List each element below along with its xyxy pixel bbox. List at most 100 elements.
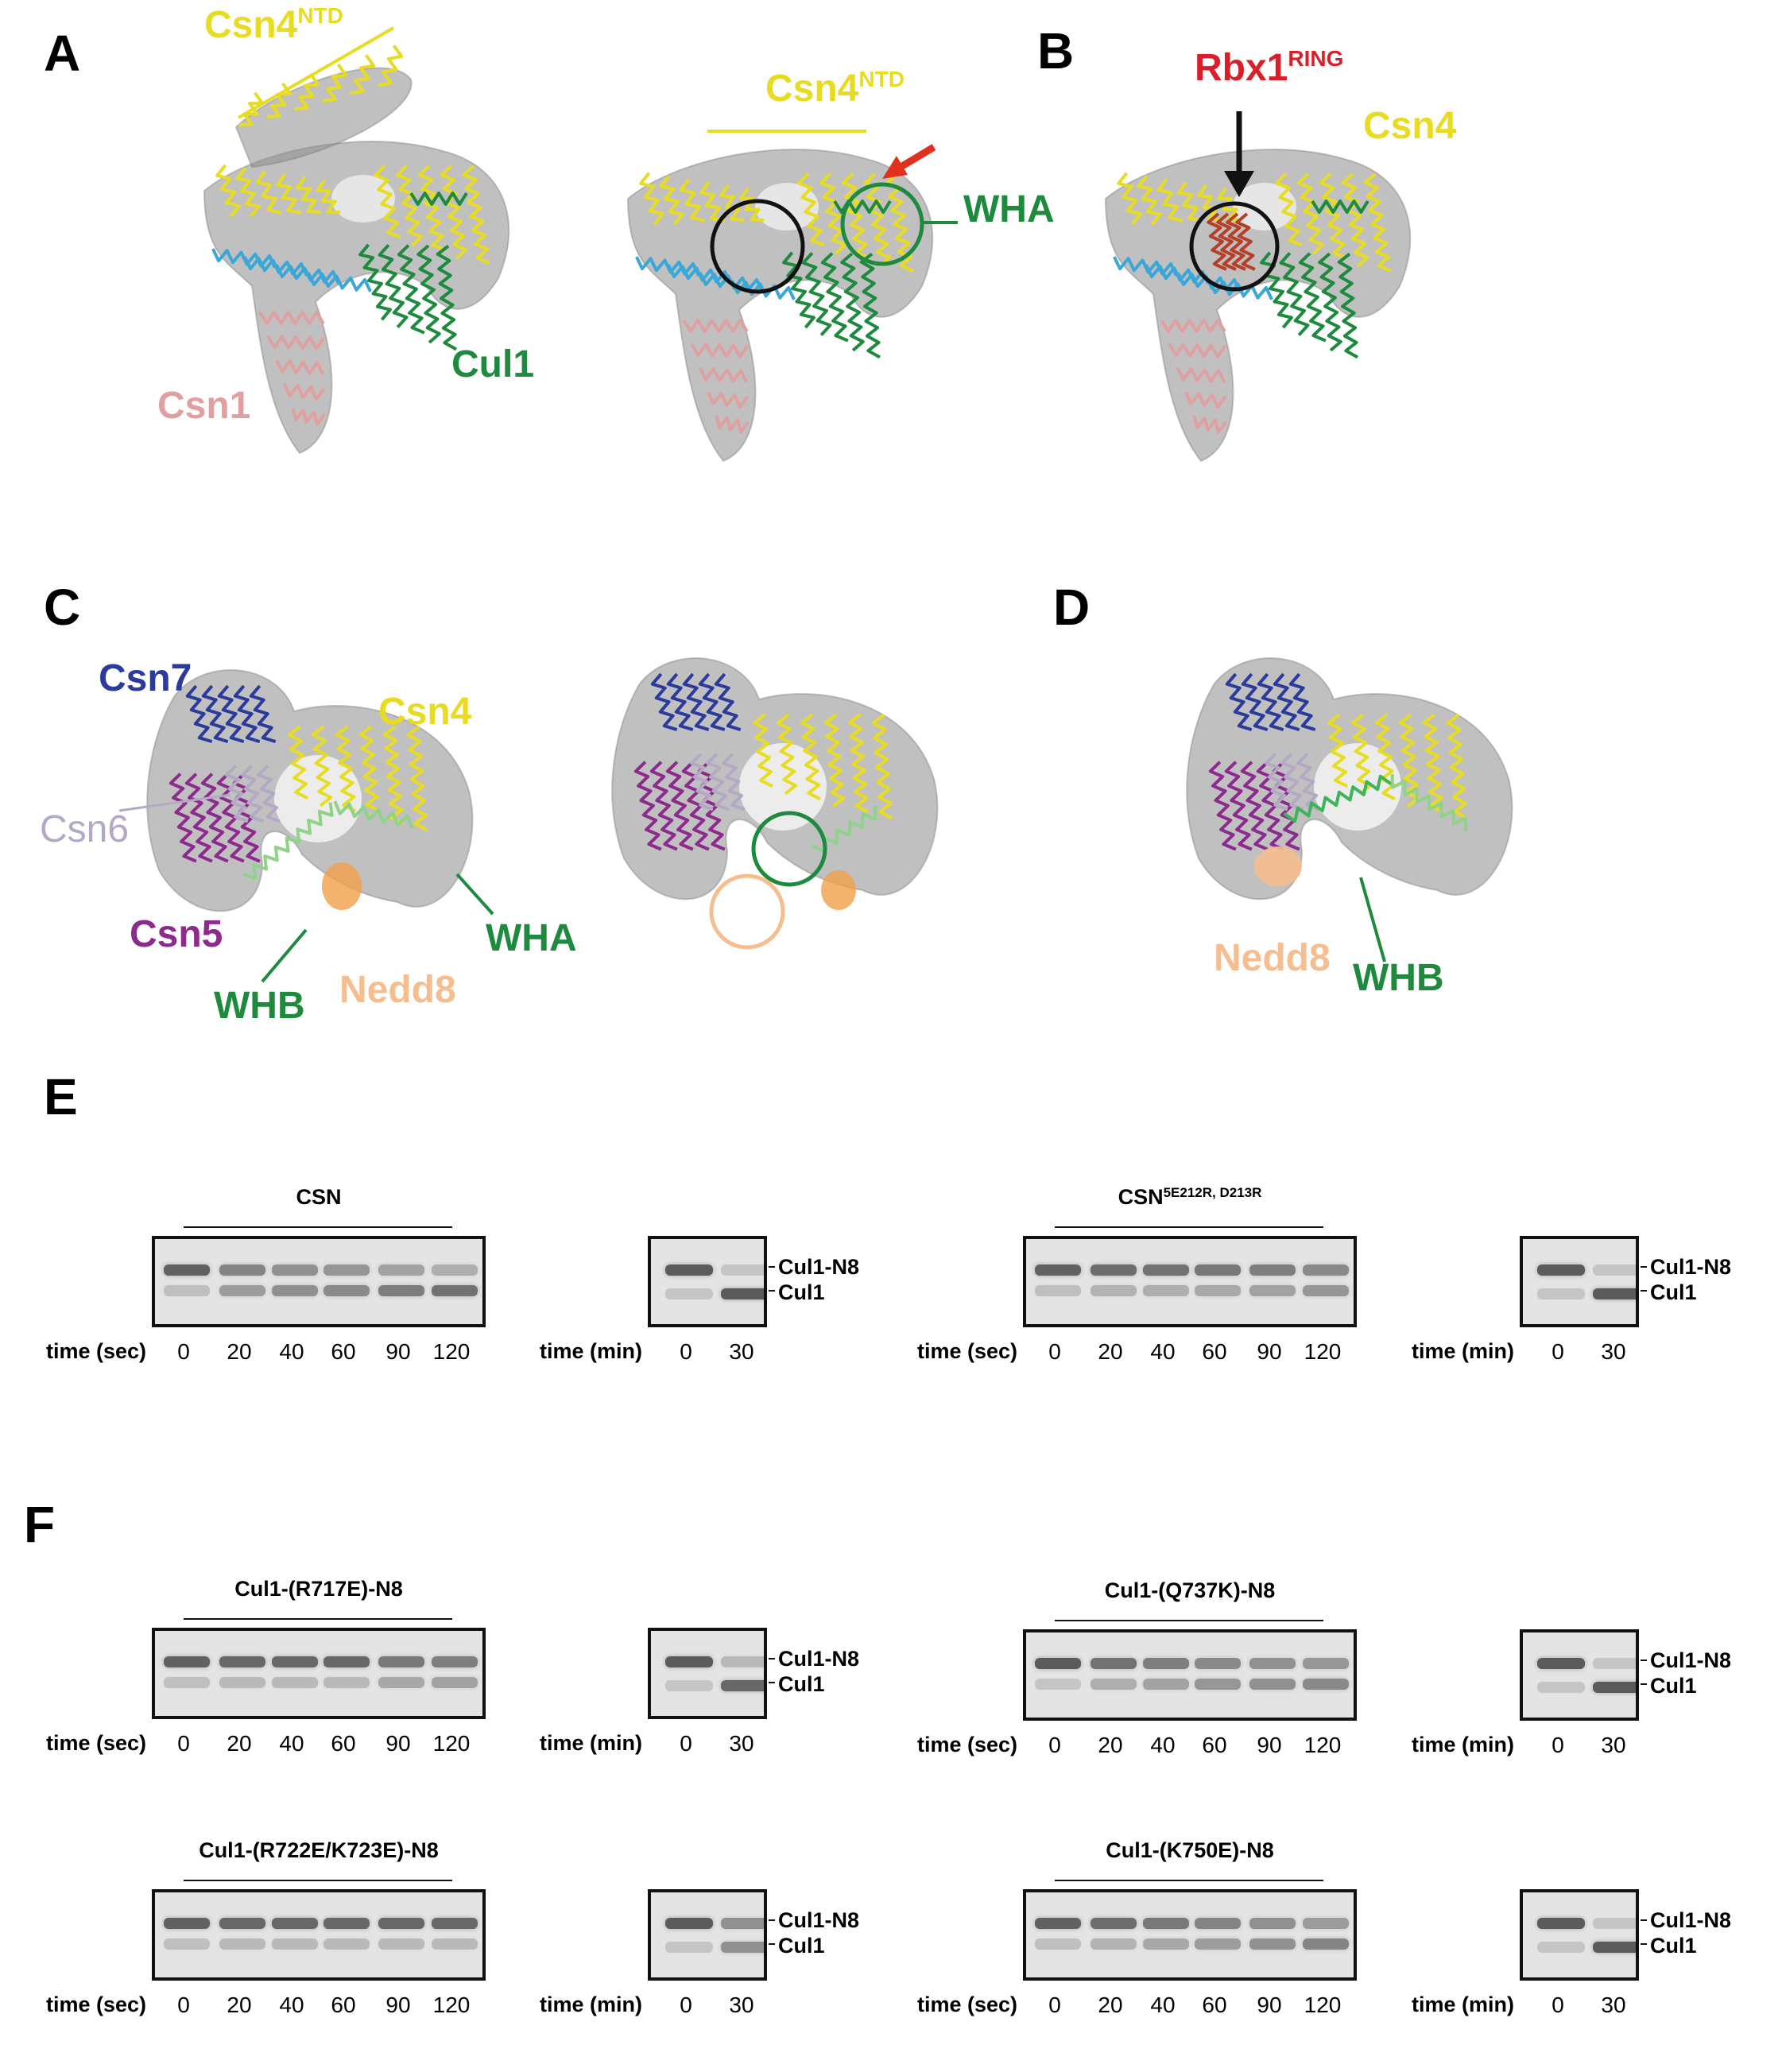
label-csn4-b: Csn4: [1363, 105, 1457, 147]
csn7-helix: [1273, 672, 1300, 732]
csn6-helix: [1265, 753, 1288, 811]
gel-image-sec: [152, 1236, 486, 1327]
cul1-helix: [801, 251, 832, 337]
structure-c-left: [146, 669, 474, 912]
band-cul1: [1537, 1682, 1585, 1693]
csn1-helix: [266, 335, 325, 350]
cul1-helix: [1311, 199, 1369, 214]
lane-label: 30: [729, 1731, 754, 1756]
time-min-label: time (min): [1412, 1733, 1515, 1756]
panel-label-c: C: [44, 579, 81, 636]
label-cul1-a: Cul1: [451, 343, 535, 385]
band-cul1-n8: [1035, 1658, 1081, 1669]
label-csn4ntd-a2: Csn4NTD: [765, 67, 905, 110]
band-cul1: [272, 1677, 318, 1688]
lane-label: 30: [729, 1993, 754, 2017]
gel-title: Cul1-(K750E)-N8: [1106, 1838, 1274, 1863]
lane-label: 30: [729, 1339, 754, 1364]
lane-label: 90: [1257, 1993, 1282, 2017]
lane-label: 90: [1257, 1339, 1282, 1364]
lane-label: 0: [1048, 1993, 1061, 2017]
band-cul1: [665, 1288, 713, 1299]
band-cul1-n8: [164, 1265, 210, 1276]
gel-bracket-line: [1055, 1620, 1323, 1621]
csn6-helix: [690, 753, 714, 811]
gel-bracket-line: [1055, 1226, 1323, 1228]
marker-tick: [769, 1682, 775, 1683]
lane-label: 120: [1304, 1733, 1342, 1757]
rbx1-helix: [1226, 212, 1246, 271]
marker-cul1-n8: Cul1-N8: [1650, 1908, 1732, 1932]
lane-label: 60: [1202, 1733, 1227, 1757]
csn4-helix: [1363, 172, 1392, 273]
marker-tick: [1641, 1943, 1647, 1945]
wh-helix: [1390, 773, 1468, 832]
label-csn5-c: Csn5: [130, 913, 223, 955]
band-cul1: [219, 1938, 265, 1950]
gel-title: CSN: [296, 1185, 341, 1210]
csn4-helix: [659, 175, 684, 226]
panel-label-a: A: [44, 25, 81, 82]
lane-label: 60: [331, 1993, 356, 2017]
band-cul1: [432, 1285, 478, 1296]
red-arrow-icon: [882, 144, 936, 179]
band-cul1: [665, 1680, 713, 1691]
band-cul1: [164, 1285, 210, 1296]
gel-title-text: Cul1-(Q737K)-N8: [1104, 1578, 1276, 1602]
csn7-helix: [650, 672, 678, 732]
gel-image-min: [648, 1236, 767, 1327]
csn7-helix: [201, 684, 229, 744]
band-cul1-n8: [1593, 1918, 1636, 1929]
band-cul1-n8: [721, 1918, 764, 1929]
marker-tick: [1641, 1919, 1647, 1921]
lane-label: 40: [279, 1993, 304, 2017]
band-cul1: [323, 1938, 370, 1950]
lane-label: 0: [1048, 1733, 1061, 1757]
band-cul1-n8: [1249, 1658, 1296, 1669]
csn4-helix: [739, 187, 765, 222]
csn4-helix: [1297, 172, 1324, 255]
wh-helix: [242, 802, 334, 880]
gel-image-min: [1520, 1889, 1639, 1981]
annotations: [118, 26, 1386, 983]
band-cul1: [721, 1942, 764, 1953]
lane-label: 0: [680, 1731, 692, 1756]
csn4-helix: [1275, 172, 1303, 247]
csn4-helix: [440, 165, 468, 260]
csn4ntd-line-a: [237, 26, 395, 119]
csn4-helix: [255, 170, 281, 215]
csn6-helix: [1296, 753, 1320, 811]
band-cul1-n8: [432, 1265, 478, 1276]
band-cul1: [1143, 1679, 1189, 1690]
band-cul1-n8: [432, 1918, 478, 1929]
gel-bracket-line: [184, 1618, 452, 1620]
gel-bracket-line: [184, 1226, 452, 1228]
lane-label: 120: [432, 1339, 471, 1364]
band-cul1-n8: [1091, 1265, 1137, 1276]
csn7-helix: [217, 684, 245, 744]
panel-label-e: E: [44, 1068, 78, 1125]
band-cul1: [721, 1288, 764, 1299]
gel-image-min: [648, 1628, 767, 1719]
panel-label-f: F: [24, 1496, 56, 1553]
lane-label: 20: [227, 1731, 252, 1756]
marker-tick: [769, 1290, 775, 1292]
band-cul1: [378, 1677, 424, 1688]
cul1-helix: [1279, 251, 1310, 337]
csn6-helix: [722, 753, 746, 811]
lane-label: 0: [177, 1993, 190, 2017]
csn4-helix: [382, 725, 404, 826]
csn4-helix: [1422, 713, 1443, 814]
band-cul1: [1091, 1679, 1137, 1690]
csn4-helix: [1137, 175, 1162, 226]
csn1-helix: [1176, 367, 1226, 383]
csn4-helix: [358, 725, 381, 820]
black-circle-a2: [710, 199, 805, 294]
band-cul1: [1035, 1938, 1081, 1950]
marker-cul1-n8: Cul1-N8: [778, 1647, 860, 1671]
time-min-label: time (min): [540, 1993, 643, 2016]
nedd8-structure: [821, 870, 856, 910]
csn1-helix: [690, 343, 749, 358]
csn1-helix: [1192, 415, 1227, 434]
csn4-helix: [1319, 172, 1347, 260]
